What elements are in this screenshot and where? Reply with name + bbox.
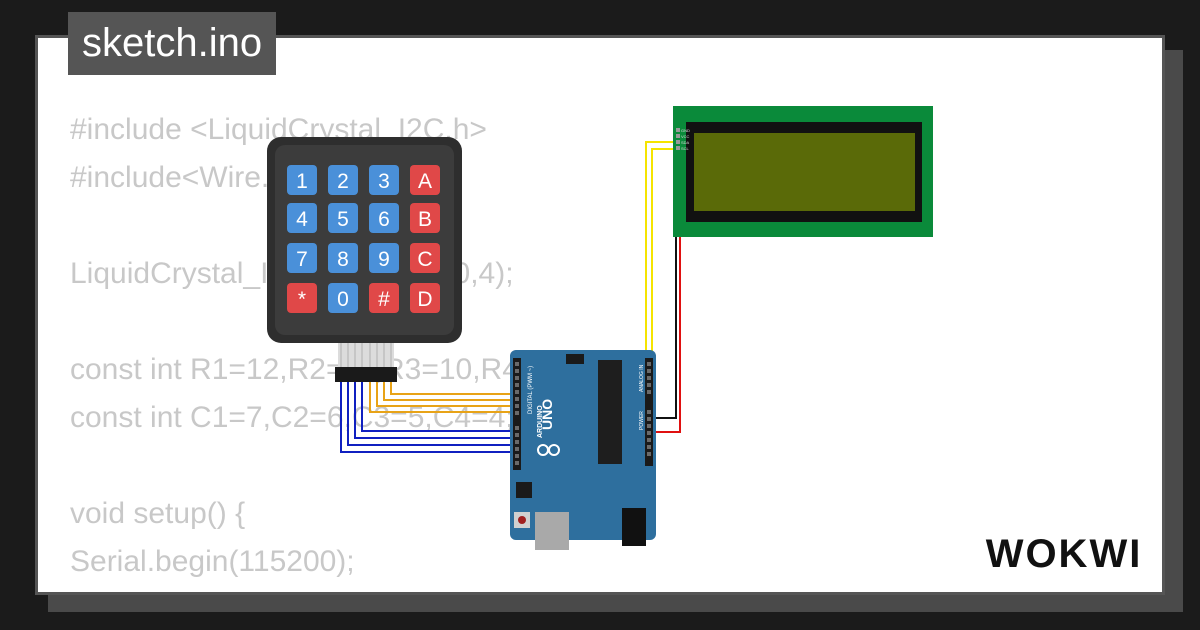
keypad-key-c[interactable]: C [410,243,440,273]
usb-port [535,512,569,550]
keypad-key-3[interactable]: 3 [369,165,399,195]
code-line: #include<Wire.h> [70,161,304,194]
arduino-logo-icon [537,444,560,456]
key-label: C [417,248,432,271]
wokwi-logo: WOKWI [978,526,1150,578]
key-label: # [378,288,390,311]
lcd-pin-label: SDA [681,140,690,145]
keypad-key-b[interactable]: B [410,203,440,233]
atmega-chip [598,360,622,464]
digital-group-label: DIGITAL (PWM ~) [528,366,534,414]
key-label: 5 [337,208,349,231]
key-label: 0 [337,288,349,311]
key-label: 6 [378,208,390,231]
board-model-label: UNO [539,399,555,430]
sketch-title: sketch.ino [68,12,277,75]
arduino-uno-board[interactable]: UNO ARDUINO DIGITAL (PWM ~) ANALOG IN PO… [510,350,656,550]
key-label: D [417,288,432,311]
keypad-key-2[interactable]: 2 [328,165,358,195]
keypad-col-wires [340,382,515,453]
key-label: 8 [337,248,349,271]
power-jack [622,508,646,546]
keypad-key-d[interactable]: D [410,283,440,313]
keypad-row-wires [369,382,515,413]
keypad-key-star[interactable]: * [287,283,317,313]
code-line: void setup() { [70,497,246,530]
key-label: B [418,208,432,231]
keypad-key-7[interactable]: 7 [287,243,317,273]
keypad-ribbon-cable [335,343,397,382]
key-label: 3 [378,170,390,193]
lcd-pin-label: VCC [681,134,690,139]
key-label: 4 [296,208,308,231]
key-label: 1 [296,170,308,193]
keypad-key-6[interactable]: 6 [369,203,399,233]
keypad-key-8[interactable]: 8 [328,243,358,273]
lcd-pin-header [676,128,680,150]
lcd-display-i2c[interactable]: GND VCC SDA SCL [673,106,933,237]
code-preview: #include <LiquidCrystal_I2C.h> #include<… [70,106,561,592]
keypad-key-a[interactable]: A [410,165,440,195]
key-label: 9 [378,248,390,271]
keypad-key-0[interactable]: 0 [328,283,358,313]
key-label: 7 [296,248,308,271]
key-label: 2 [337,170,349,193]
keypad-key-9[interactable]: 9 [369,243,399,273]
wokwi-logo-mark: WOKWI [986,532,1143,576]
reset-button[interactable] [514,512,530,528]
sketch-card: #include <LiquidCrystal_I2C.h> #include<… [35,35,1165,595]
lcd-pin-label: GND [681,128,690,133]
power-group-label: POWER [639,411,645,430]
code-line: Serial.begin(115200); [70,545,355,578]
key-label: A [418,170,432,193]
icsp-header [516,354,584,498]
lcd-pin-label: SCL [681,146,690,151]
keypad-key-1[interactable]: 1 [287,165,317,195]
keypad-4x4[interactable]: 1 2 3 A 4 5 6 B [267,137,462,382]
keypad-key-5[interactable]: 5 [328,203,358,233]
key-label: * [298,288,306,311]
analog-group-label: ANALOG IN [639,364,645,392]
keypad-key-hash[interactable]: # [369,283,399,313]
wokwi-wordmark: WOKWI [986,532,1143,576]
board-brand-label: ARDUINO [537,405,544,438]
keypad-key-4[interactable]: 4 [287,203,317,233]
